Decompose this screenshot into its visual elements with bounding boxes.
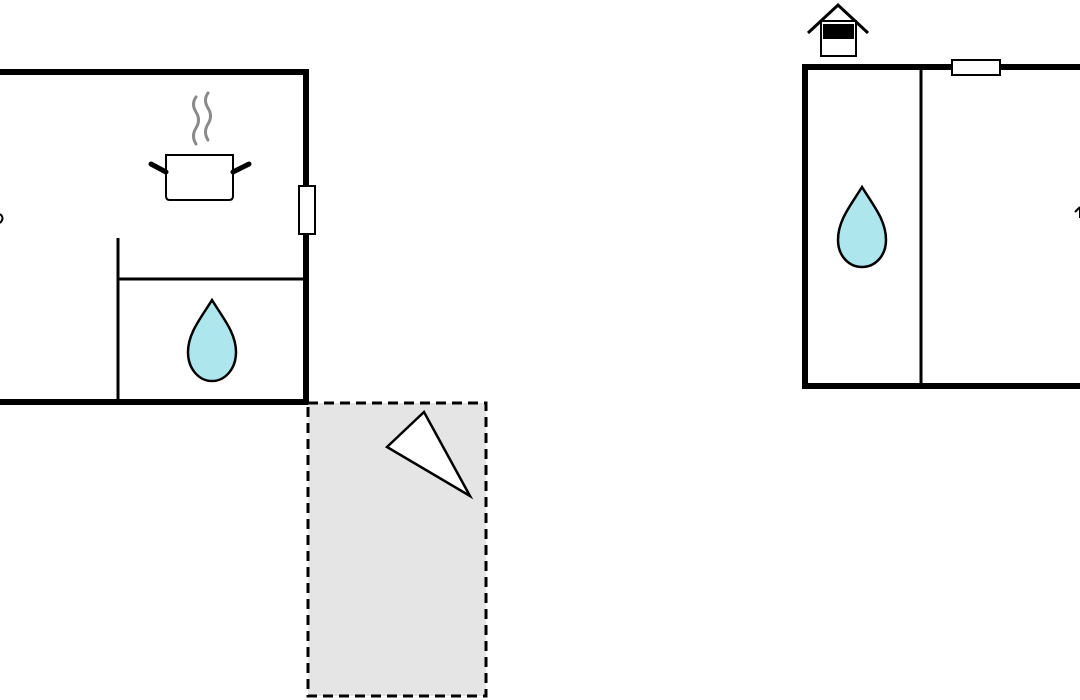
triangle-icon (384, 409, 474, 500)
edge-mark (0, 213, 4, 224)
house-roof (806, 2, 870, 35)
water-drop-icon (186, 297, 238, 383)
pot-handle-left (148, 161, 169, 175)
steam-left (192, 95, 200, 146)
cooking-pot-icon (148, 91, 252, 201)
house-door (823, 24, 854, 39)
pot-handle-right (230, 161, 252, 175)
right-room-walls (802, 64, 1080, 389)
terrace (306, 401, 488, 698)
right-room (802, 59, 1080, 389)
edge-mark (1074, 206, 1080, 218)
window (951, 59, 1001, 76)
house-icon (806, 2, 870, 57)
steam-right (204, 91, 212, 142)
pot-body (165, 154, 234, 201)
left-room-walls (0, 69, 309, 405)
window (298, 185, 316, 235)
water-drop-icon (836, 184, 888, 269)
left-room (0, 69, 316, 405)
